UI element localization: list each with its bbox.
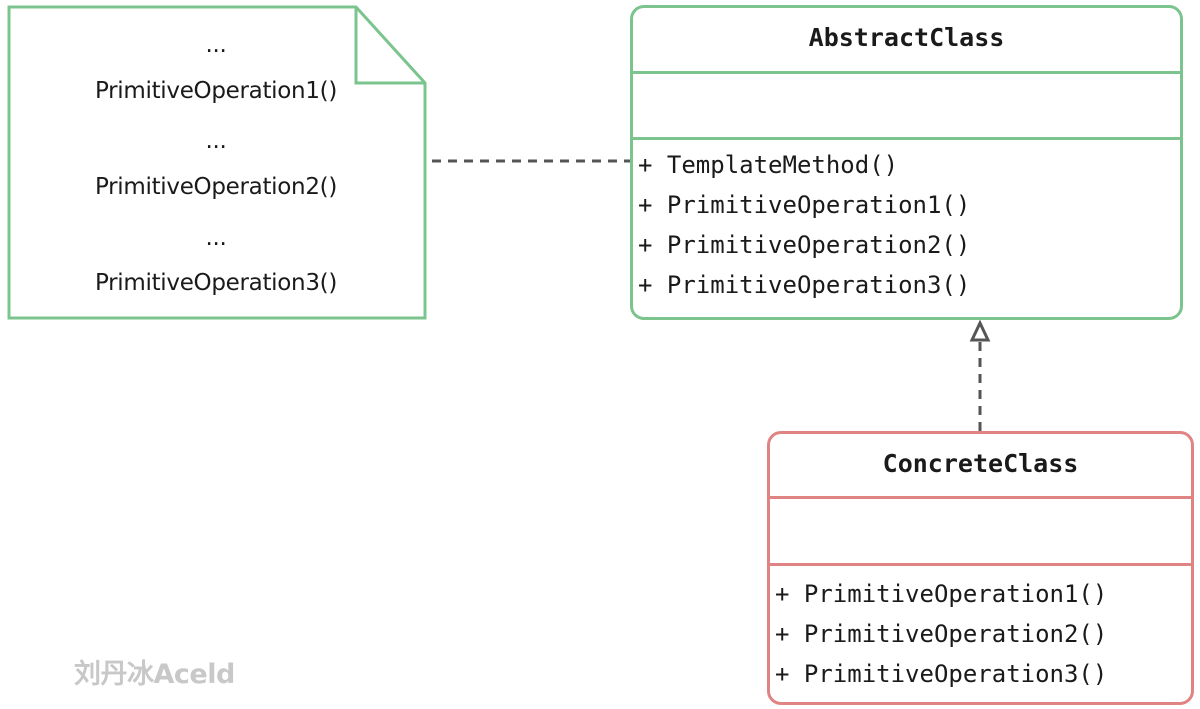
- concrete-class-box: ConcreteClass + PrimitiveOperation1() + …: [767, 431, 1194, 705]
- note-line: ...: [205, 128, 227, 154]
- operation-item: + TemplateMethod(): [638, 151, 899, 179]
- note-line: ...: [205, 32, 227, 58]
- operation-item: + PrimitiveOperation2(): [775, 620, 1108, 648]
- watermark-text: 刘丹冰Aceld: [74, 659, 235, 690]
- note-line: PrimitiveOperation1(): [94, 78, 338, 104]
- operations-compartment: + TemplateMethod() + PrimitiveOperation1…: [633, 137, 1180, 305]
- note-shape: [7, 5, 427, 320]
- note-line: PrimitiveOperation2(): [94, 174, 338, 200]
- operations-compartment: + PrimitiveOperation1() + PrimitiveOpera…: [770, 563, 1191, 694]
- note-fold: [354, 7, 425, 85]
- operation-item: + PrimitiveOperation3(): [638, 271, 971, 299]
- realization-arrowhead: [969, 319, 991, 342]
- operation-item: + PrimitiveOperation1(): [638, 191, 971, 219]
- abstract-class-name: AbstractClass: [808, 23, 1005, 52]
- operation-item: + PrimitiveOperation2(): [638, 231, 971, 259]
- note-line: ...: [205, 225, 227, 251]
- abstract-class-box: AbstractClass + TemplateMethod() + Primi…: [630, 5, 1183, 320]
- operation-item: + PrimitiveOperation1(): [775, 580, 1108, 608]
- attributes-compartment: [633, 71, 1180, 137]
- attributes-compartment: [770, 496, 1191, 563]
- operation-item: + PrimitiveOperation3(): [775, 660, 1108, 688]
- concrete-class-name: ConcreteClass: [882, 449, 1079, 478]
- note-line: PrimitiveOperation3(): [94, 270, 338, 296]
